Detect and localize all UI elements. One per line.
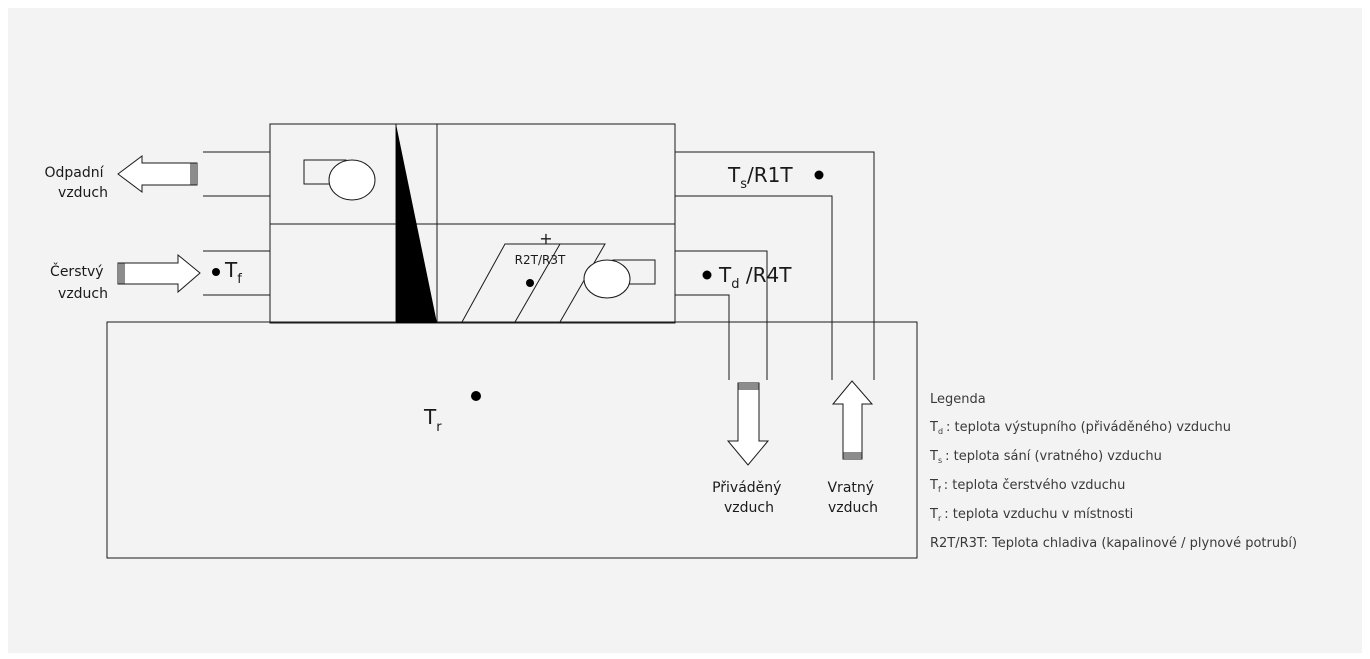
return-duct-outer: [675, 151, 875, 380]
legend-item-ts: Ts: teplota sání (vratného) vzduchu: [929, 449, 1162, 465]
legend-item-td: Td: teplota výstupního (přiváděného) vzd…: [929, 420, 1231, 436]
legend-item-tr: Tr: teplota vzduchu v místnosti: [929, 507, 1133, 523]
supply-arrow-icon: [726, 382, 770, 466]
coil-divider: [514, 243, 561, 323]
legend-title: Legenda: [930, 392, 986, 407]
ts-label: Ts/R1T: [727, 163, 793, 192]
supply-air-label: Přiváděný vzduch: [712, 480, 786, 516]
fresh-air-arrow-icon: [117, 253, 201, 294]
supply-fan-icon: [583, 259, 656, 299]
supply-duct-inner: [675, 294, 730, 380]
return-duct-inner: [675, 195, 833, 380]
td-label: Td /R4T: [718, 263, 792, 292]
tf-label: Tf: [224, 258, 242, 287]
tr-label: Tr: [423, 405, 442, 435]
diagram-panel: [8, 8, 1362, 653]
tf-sensor-dot: [212, 268, 220, 276]
coil-sensor-dot: [526, 279, 534, 287]
tr-sensor-dot: [471, 391, 481, 401]
return-arrow-icon: [831, 380, 874, 460]
coil-label: R2T/R3T: [515, 253, 566, 267]
legend: Legenda Td: teplota výstupního (přiváděn…: [929, 392, 1297, 551]
fresh-air-label: Čerstvý vzduch: [50, 262, 108, 302]
heat-exchanger-wedge: [396, 124, 437, 323]
coil-icon: [461, 243, 606, 323]
td-sensor-dot: [702, 270, 712, 280]
return-air-label: Vratný vzduch: [827, 480, 878, 516]
supply-duct-outer: [675, 250, 768, 380]
room-box: [106, 321, 918, 559]
coil-plus-label: +: [539, 229, 552, 248]
ts-sensor-dot: [814, 170, 824, 180]
exhaust-fan-icon: [303, 159, 376, 201]
exhaust-air-label: Odpadní vzduch: [45, 165, 108, 201]
exhaust-arrow-icon: [117, 155, 198, 193]
legend-item-r2t-r3t: R2T/R3T: Teplota chladiva (kapalinové / …: [930, 536, 1297, 551]
legend-item-tf: Tf: teplota čerstvého vzduchu: [929, 478, 1125, 494]
